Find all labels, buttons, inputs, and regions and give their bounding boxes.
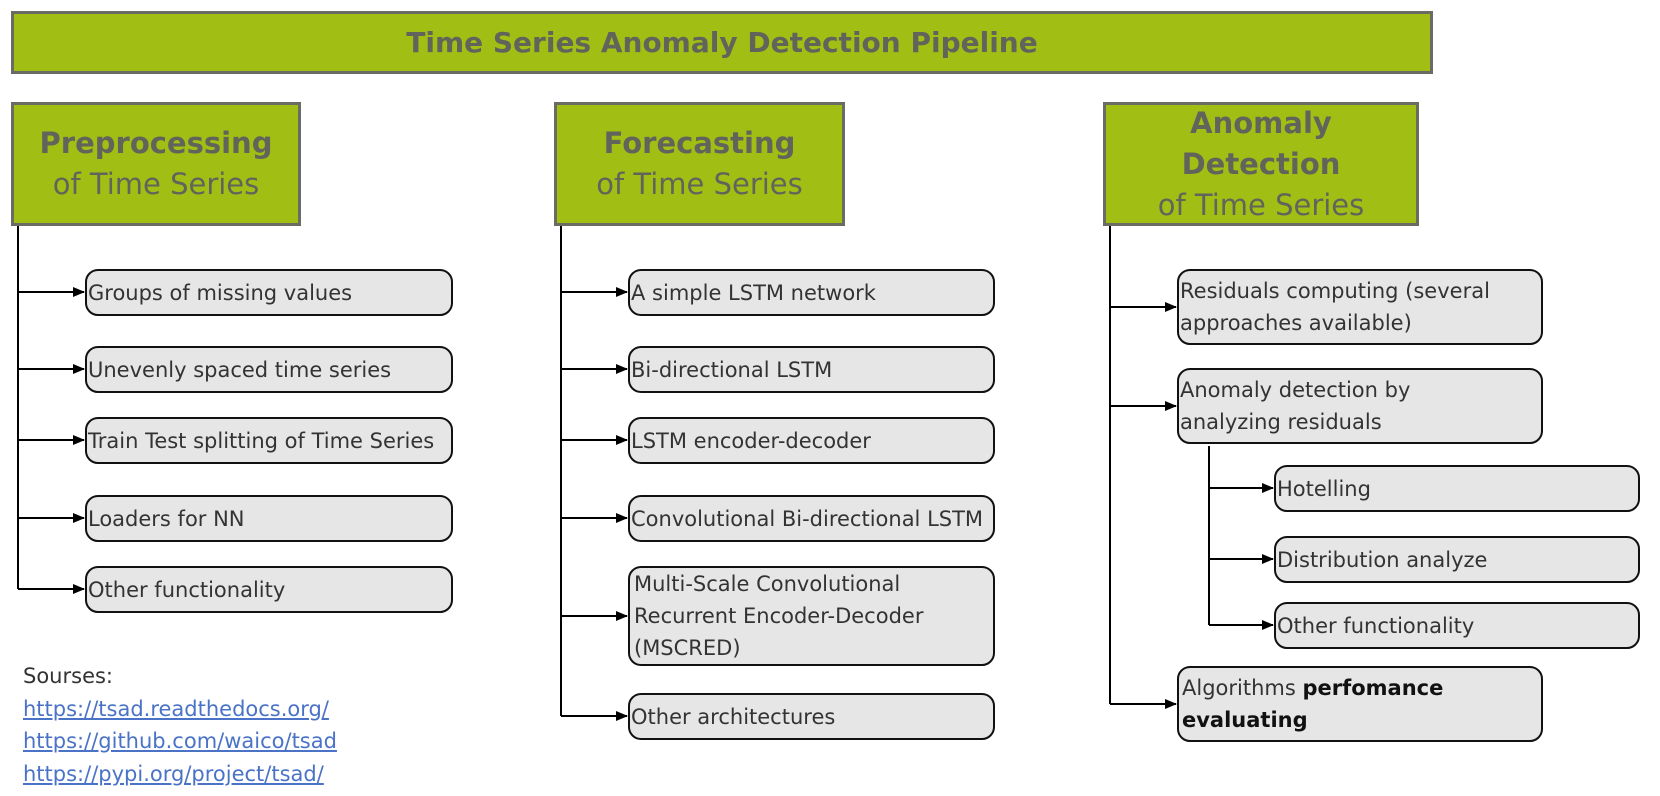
preprocessing-item: Unevenly spaced time series xyxy=(85,346,453,393)
forecasting-item: Convolutional Bi-directional LSTM xyxy=(628,495,995,542)
preprocessing-heading: Preprocessing xyxy=(39,126,273,160)
anomaly-detection-subheading: of Time Series xyxy=(1157,187,1365,222)
forecasting-subheading: of Time Series xyxy=(596,167,803,201)
sources-label: Sourses: xyxy=(23,664,113,688)
forecasting-item: Multi-Scale Convolutional Recurrent Enco… xyxy=(628,566,995,666)
anomaly-item: Residuals computing (several approaches … xyxy=(1177,269,1543,345)
anomaly-item: Algorithms perfomance evaluating xyxy=(1177,666,1543,742)
preprocessing-header: Preprocessing of Time Series xyxy=(11,102,301,226)
forecasting-item: Other architectures xyxy=(628,693,995,740)
anomaly-item: Anomaly detection by analyzing residuals xyxy=(1177,368,1543,444)
perfomance-evaluating-label: perfomance evaluating xyxy=(1182,676,1444,732)
sources-block: Sourses: https://tsad.readthedocs.org/ h… xyxy=(23,660,337,790)
anomaly-detection-header: Anomaly Detection of Time Series xyxy=(1103,102,1419,226)
residuals-sub-item: Distribution analyze xyxy=(1274,536,1640,583)
residuals-sub-item: Other functionality xyxy=(1274,602,1640,649)
forecasting-item: LSTM encoder-decoder xyxy=(628,417,995,464)
forecasting-item: Bi-directional LSTM xyxy=(628,346,995,393)
preprocessing-item: Train Test splitting of Time Series xyxy=(85,417,453,464)
anomaly-detection-heading: Anomaly Detection xyxy=(1181,105,1341,181)
forecasting-heading: Forecasting xyxy=(603,126,796,160)
preprocessing-item: Groups of missing values xyxy=(85,269,453,316)
source-link[interactable]: https://github.com/waico/tsad xyxy=(23,729,337,753)
forecasting-item: A simple LSTM network xyxy=(628,269,995,316)
forecasting-header: Forecasting of Time Series xyxy=(554,102,845,226)
source-link[interactable]: https://pypi.org/project/tsad/ xyxy=(23,761,324,786)
preprocessing-item: Other functionality xyxy=(85,566,453,613)
preprocessing-item: Loaders for NN xyxy=(85,495,453,542)
source-link[interactable]: https://tsad.readthedocs.org/ xyxy=(23,696,329,721)
preprocessing-subheading: of Time Series xyxy=(52,167,260,201)
residuals-sub-item: Hotelling xyxy=(1274,465,1640,512)
diagram-title: Time Series Anomaly Detection Pipeline xyxy=(11,11,1433,74)
algorithms-label: Algorithms xyxy=(1182,676,1303,700)
